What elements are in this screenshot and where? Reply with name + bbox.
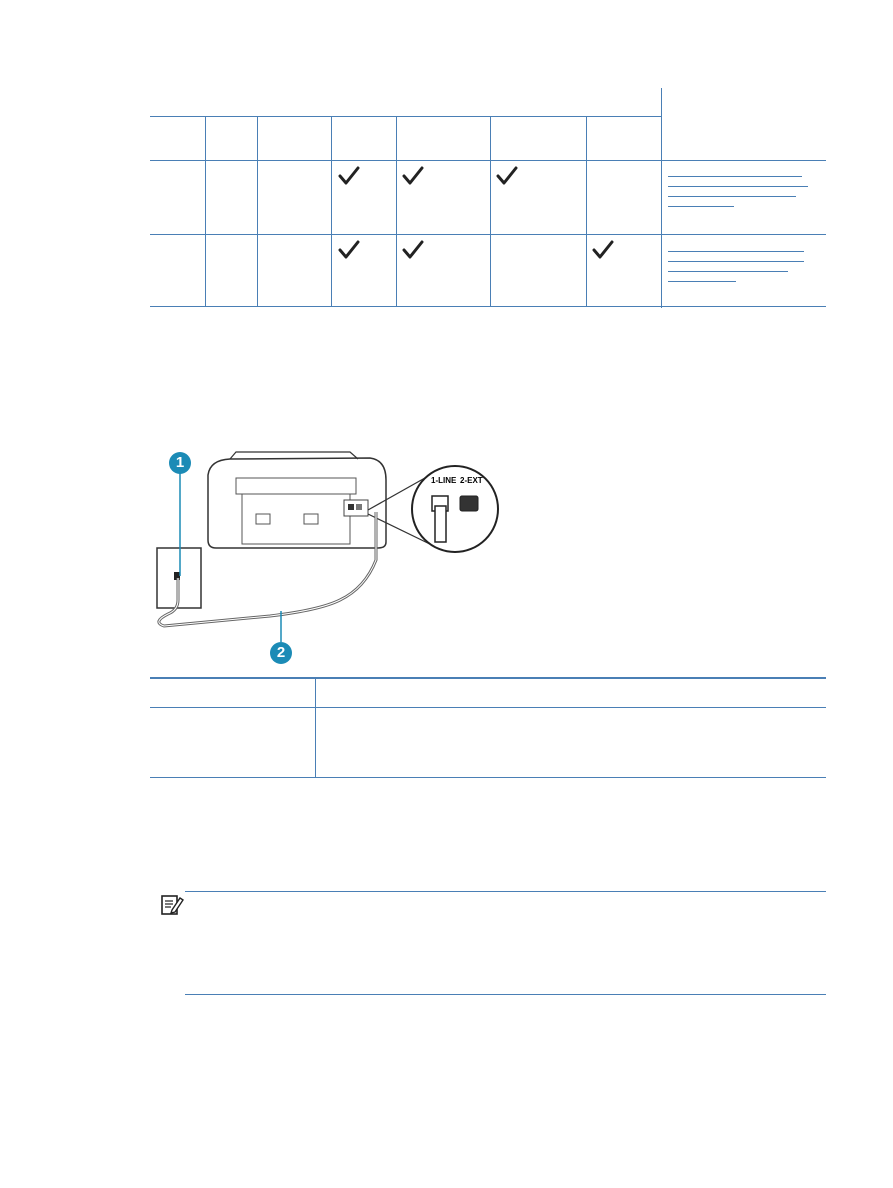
note-icon <box>161 895 184 915</box>
table-bottom-rule <box>150 306 826 307</box>
table-header-bottom-rule <box>150 160 826 161</box>
checkmark-icon <box>592 240 614 259</box>
note-bottom-rule <box>185 994 826 995</box>
fax-setup-illustration: 1-LINE 2-EXT 1 2 <box>150 450 510 665</box>
legend-top-rule <box>150 677 826 679</box>
table-col-divider <box>396 116 397 306</box>
row-1-link[interactable] <box>668 176 812 216</box>
note-top-rule <box>185 891 826 892</box>
table-row-rule <box>150 234 826 235</box>
checkmark-icon <box>338 240 360 259</box>
table-col-divider <box>257 116 258 306</box>
legend-bottom-rule <box>150 777 826 778</box>
printer-connection-diagram: 1-LINE 2-EXT <box>156 451 499 642</box>
table-header-rule <box>150 116 662 117</box>
port-detail-circle <box>411 465 499 553</box>
table-col-divider <box>205 116 206 306</box>
row-2-link[interactable] <box>668 251 812 291</box>
checkmark-icon <box>496 166 518 185</box>
callout-2: 2 <box>270 642 292 664</box>
feature-table <box>150 88 826 308</box>
port-label-line: 1-LINE <box>431 476 457 485</box>
ext-port <box>459 495 479 512</box>
checkmark-icon <box>402 240 424 259</box>
wall-jack-socket <box>174 572 180 580</box>
legend-col-divider <box>315 677 316 778</box>
callout-1: 1 <box>169 452 191 474</box>
table-divider-link-column <box>661 88 662 308</box>
table-col-divider <box>490 116 491 306</box>
table-col-divider <box>331 116 332 306</box>
phone-cord-plug <box>434 505 447 543</box>
port-label-ext: 2-EXT <box>460 476 483 485</box>
callout-legend-table <box>150 677 826 779</box>
table-col-divider <box>586 116 587 306</box>
checkmark-icon <box>338 166 360 185</box>
legend-header-rule <box>150 707 826 708</box>
checkmark-icon <box>402 166 424 185</box>
